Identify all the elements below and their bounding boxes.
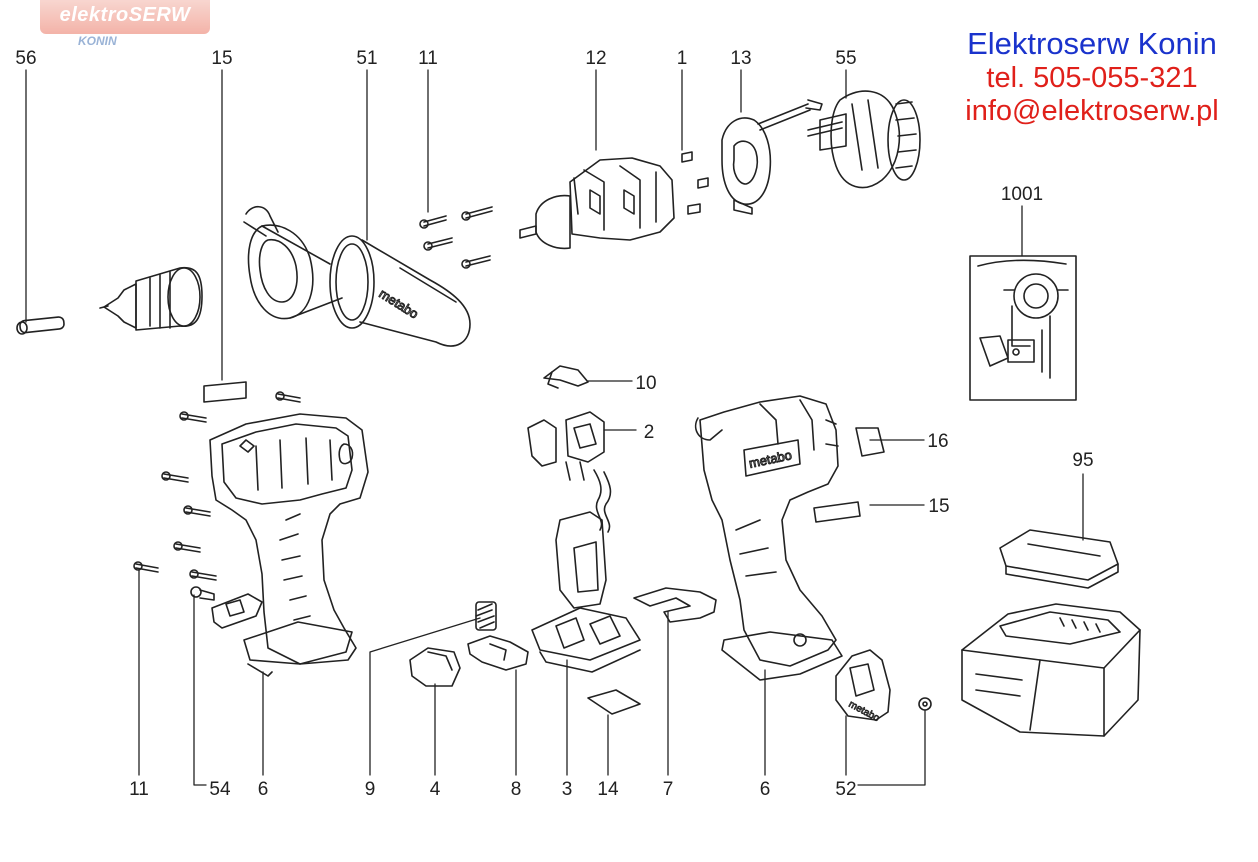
label-2: 2 — [644, 422, 655, 443]
part-52-screw — [918, 697, 932, 711]
part-51-side-handle: metabo — [243, 205, 471, 347]
label-10: 10 — [635, 373, 656, 394]
part-95-battery-cover — [999, 529, 1119, 589]
part-battery-pack — [961, 603, 1141, 737]
label-12: 12 — [585, 48, 606, 69]
product-marking-cover: metabo — [847, 699, 882, 725]
part-2-switch — [527, 411, 605, 481]
part-54-belt-clip — [211, 593, 263, 629]
label-6b: 6 — [760, 779, 771, 800]
brand-logo-subtext: KONIN — [78, 34, 117, 48]
label-1001: 1001 — [1001, 184, 1043, 205]
label-56: 56 — [15, 48, 36, 69]
label-51: 51 — [356, 48, 377, 69]
part-housing-left — [209, 413, 369, 677]
label-55: 55 — [835, 48, 856, 69]
label-11: 11 — [418, 48, 438, 69]
phone-number: tel. 505-055-321 — [986, 62, 1198, 94]
label-16: 16 — [927, 431, 948, 452]
part-52-rear-cover: metabo — [835, 649, 891, 725]
part-housing-screws-left — [133, 391, 301, 601]
label-1: 1 — [677, 48, 688, 69]
part-12-gearbox — [519, 157, 675, 250]
contact-block: Elektroserw Konin tel. 505-055-321 info@… — [932, 26, 1252, 128]
label-7: 7 — [663, 779, 674, 800]
brand-logo-text: elektroSERW — [59, 4, 191, 26]
part-housing-right: metabo — [694, 395, 843, 681]
part-16-label — [855, 427, 885, 457]
label-9: 9 — [365, 779, 376, 800]
brand-logo: elektroSERW — [40, 0, 210, 34]
label-4: 4 — [430, 779, 441, 800]
part-chuck — [99, 266, 203, 331]
label-95: 95 — [1072, 450, 1093, 471]
part-56-screw — [16, 316, 65, 335]
product-marking-handle: metabo — [376, 286, 421, 322]
part-13-brush-plate — [721, 99, 823, 215]
part-1-screws — [681, 151, 709, 215]
label-54: 54 — [209, 779, 231, 800]
part-10-switch-lever — [543, 365, 589, 389]
label-14: 14 — [597, 779, 619, 800]
label-13: 13 — [730, 48, 751, 69]
label-15b: 15 — [928, 496, 949, 517]
company-name: Elektroserw Konin — [967, 26, 1217, 61]
part-7-battery-latch — [633, 587, 717, 623]
label-6: 6 — [258, 779, 269, 800]
label-11b: 11 — [129, 779, 149, 800]
email-address: info@elektroserw.pl — [965, 95, 1219, 127]
part-15-label-right — [813, 501, 861, 523]
part-11-screws-top — [419, 206, 493, 269]
part-3-electronics — [531, 469, 641, 673]
part-14-label — [587, 689, 641, 715]
label-8: 8 — [511, 779, 522, 800]
label-15: 15 — [211, 48, 232, 69]
label-3: 3 — [562, 779, 573, 800]
part-15-label-left — [203, 381, 247, 403]
part-1001-wiring-diagram — [969, 255, 1077, 401]
part-55-armature — [807, 90, 921, 189]
part-4-led-unit — [409, 647, 461, 687]
part-8-slider — [467, 635, 529, 671]
label-52: 52 — [835, 779, 856, 800]
part-9-spring — [475, 601, 497, 631]
leader-lines — [25, 69, 1084, 786]
